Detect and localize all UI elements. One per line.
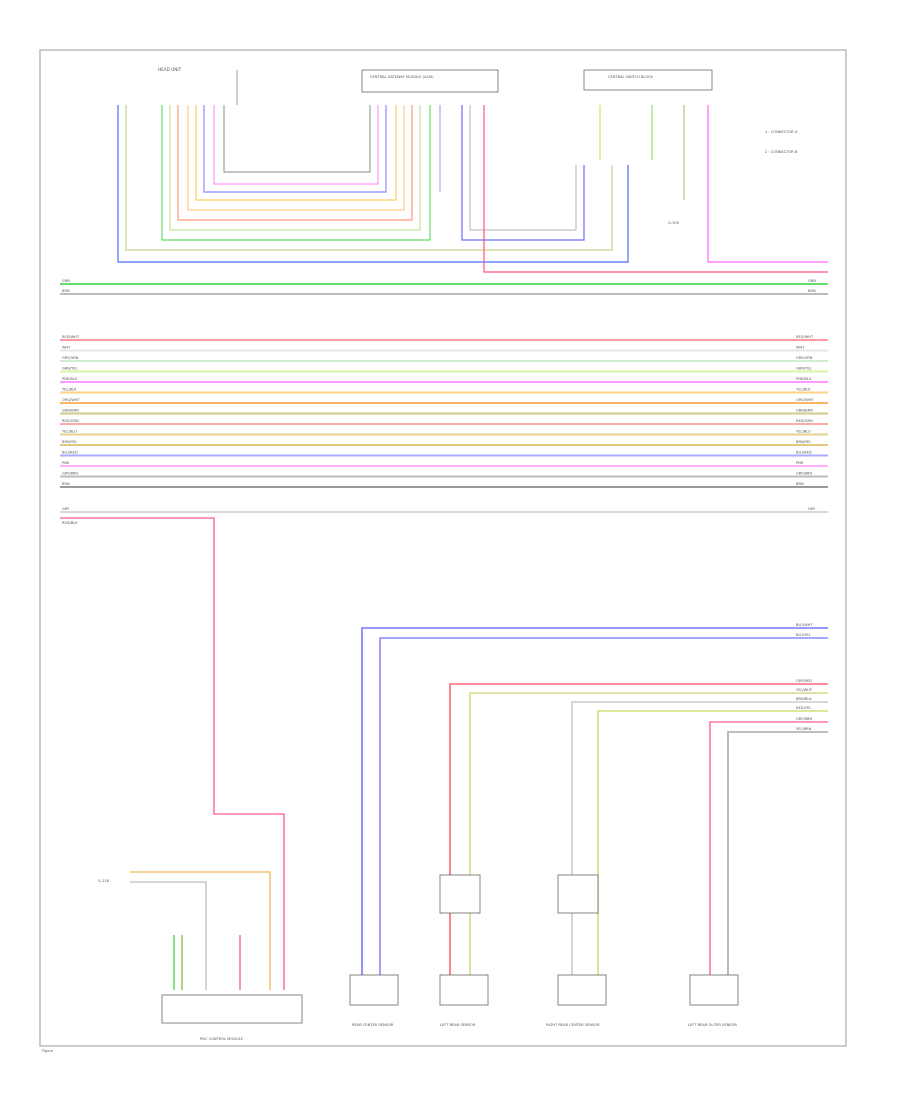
bus-row-left-label: BRN [62,482,70,486]
right-label-3: GRY/RED [796,679,812,683]
bus-row-left-label: BRN/YEL [62,440,77,444]
bus-row-right-label: YEL/BLK [796,388,811,392]
left-rear-sensor-connector [439,874,481,914]
bus-row-left-label: GRN/BRN [62,409,79,413]
switch-block-label: CENTRAL SWITCH BLOCK [608,75,654,79]
gateway-module-box [361,69,499,93]
legend-1: 1 : CONNECTOR A [765,130,798,134]
bus-right-label-2: BRN [808,289,816,293]
bus-row-left-label: BLU/RED [62,451,78,455]
right-label-2: BLU/YEL [796,633,811,637]
figure-id: Figure [42,1049,54,1053]
bus-row-right-label: BRN [796,482,804,486]
gray-wire-right-label: GRY [808,507,816,511]
right-rear-center-sensor-label: RIGHT REAR CENTER SENSOR [546,1023,600,1027]
bus-row-left-label: WHT [62,346,71,350]
pdc-module-wires [130,871,271,990]
pdc-control-module-label: PDC CONTROL MODULE [200,1037,244,1041]
bus-row-right-label: ORG/WHT [796,398,815,402]
diagram-border [39,49,847,1047]
head-unit-label: HEAD UNIT [158,67,182,72]
rear-center-sensor-label: REAR CENTER SENSOR [352,1023,394,1027]
ground-label-top: G-109 [668,221,680,225]
bus-right-label-1: GRN [808,279,816,283]
left-rear-outer-sensor [689,974,739,1006]
gateway-module-label: CENTRAL GATEWAY MODULE (ACM) [370,75,434,79]
bus-row-left-label: YEL/BLU [62,430,77,434]
bus-row-right-label: PNK/BLU [796,377,812,381]
right-label-5: BRN/BLK [796,697,812,701]
right-label-7: GRY/BRN [796,717,812,721]
bus-row-left-label: PNK/BLU [62,377,78,381]
bus-row-left-label: RED/WHT [62,335,80,339]
bus-row-left-label: PNK [62,461,70,465]
head-unit-wires [117,105,828,273]
bus-row-left-label: GRY/GRN [62,356,79,360]
bus-left-label-1: GRN [62,279,70,283]
bus-row-right-label: BRN/YEL [796,440,811,444]
legend-2: 2 : CONNECTOR B [765,150,798,154]
bus-row-right-label: PNK [796,461,804,465]
bus-row-right-label: BLU/RED [796,451,812,455]
sensor-wires [361,627,828,975]
bus-row-right-label: GRY/BRN [796,472,812,476]
right-label-4: YEL/WHT [796,688,813,692]
red-feed-wire [60,517,285,990]
right-rear-center-sensor-connector [557,874,599,914]
bus-left-label-2: BRN [62,289,70,293]
rear-center-sensor [349,974,399,1006]
bus-row-right-label: GRY/GRN [796,356,813,360]
bus-row-right-label: GRN/BRN [796,409,813,413]
bus-row-right-label: YEL/BLU [796,430,811,434]
bus-row-right-label: RED/WHT [796,335,814,339]
red-wire-left-label: RED/BLK [62,521,78,525]
pdc-control-module [161,994,303,1024]
bus-row-left-label: GRY/BRN [62,472,78,476]
ground-label-left: G-118 [98,879,110,883]
bus-row-right-label: WHT [796,346,805,350]
right-label-6: RED/YEL [796,706,811,710]
switch-block-box [583,69,713,91]
bus-row-left-label: YEL/BLK [62,388,77,392]
right-label-8: YEL/BRN [796,727,812,731]
bus-row-left-label: GRN/YEL [62,367,78,371]
left-rear-outer-sensor-label: LEFT REAR OUTER SENSOR [688,1023,737,1027]
bus-rows: RED/WHT RED/WHT WHT WHT GRY/GRN GRY/GRN GRN/YE… [60,335,828,488]
right-label-1: BLU/WHT [796,623,813,627]
gray-wire-left-label: GRY [62,507,70,511]
main-bus [60,283,828,295]
bus-row-left-label: RED/GRN [62,419,79,423]
bus-row-left-label: ORG/WHT [62,398,81,402]
bus-row-right-label: GRN/YEL [796,367,812,371]
left-rear-sensor-label: LEFT REAR SENSOR [440,1023,476,1027]
right-rear-center-sensor [557,974,607,1006]
bus-row-right-label: RED/GRN [796,419,813,423]
left-rear-sensor [439,974,489,1006]
